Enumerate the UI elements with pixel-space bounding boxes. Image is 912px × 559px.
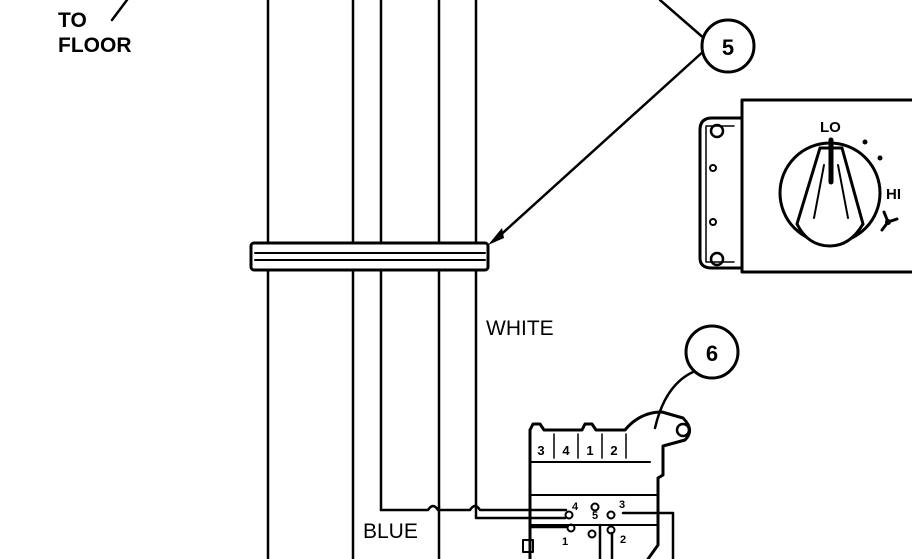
speed-dot-2 (877, 155, 883, 161)
floor-leader-line (110, 0, 129, 22)
terminal-label-left: 4 (572, 501, 579, 513)
control-panel: LO HI (698, 98, 912, 274)
terminal-label-center: 5 (592, 510, 598, 522)
harness-clamp (249, 241, 490, 272)
fan-speed-knob (778, 137, 882, 248)
arrow-head-icon (488, 228, 504, 245)
blue-wire-label: BLUE (363, 520, 418, 543)
terminal-label-2: 2 (610, 443, 617, 458)
speed-dot-1 (862, 139, 868, 145)
white-wire-label: WHITE (486, 317, 554, 340)
terminal-label-1: 1 (586, 443, 593, 458)
terminal-label-4: 4 (562, 443, 570, 458)
blower-switch: 3 4 1 2 4 5 3 1 2 (522, 410, 691, 559)
hi-label: HI (886, 186, 901, 203)
terminal-label-lower-right: 2 (620, 534, 626, 546)
switch-mount-hole (675, 422, 691, 438)
callout-6: 6 (653, 324, 740, 430)
mount-hole-top (709, 123, 725, 139)
terminal-label-3: 3 (537, 443, 544, 458)
to-label: TO (58, 9, 87, 32)
terminal-label-right: 3 (619, 499, 625, 511)
terminal-label-lower-left: 1 (562, 536, 568, 548)
wire-harness (266, 0, 478, 559)
callout-5-number: 5 (722, 35, 734, 60)
fan-icon (880, 210, 899, 232)
lo-label: LO (820, 119, 841, 136)
callout-6-number: 6 (706, 341, 718, 366)
mount-hole-bottom (709, 251, 725, 267)
floor-label: FLOOR (58, 34, 132, 57)
switch-wiring (379, 503, 675, 559)
callout-5: 5 (488, 0, 756, 245)
